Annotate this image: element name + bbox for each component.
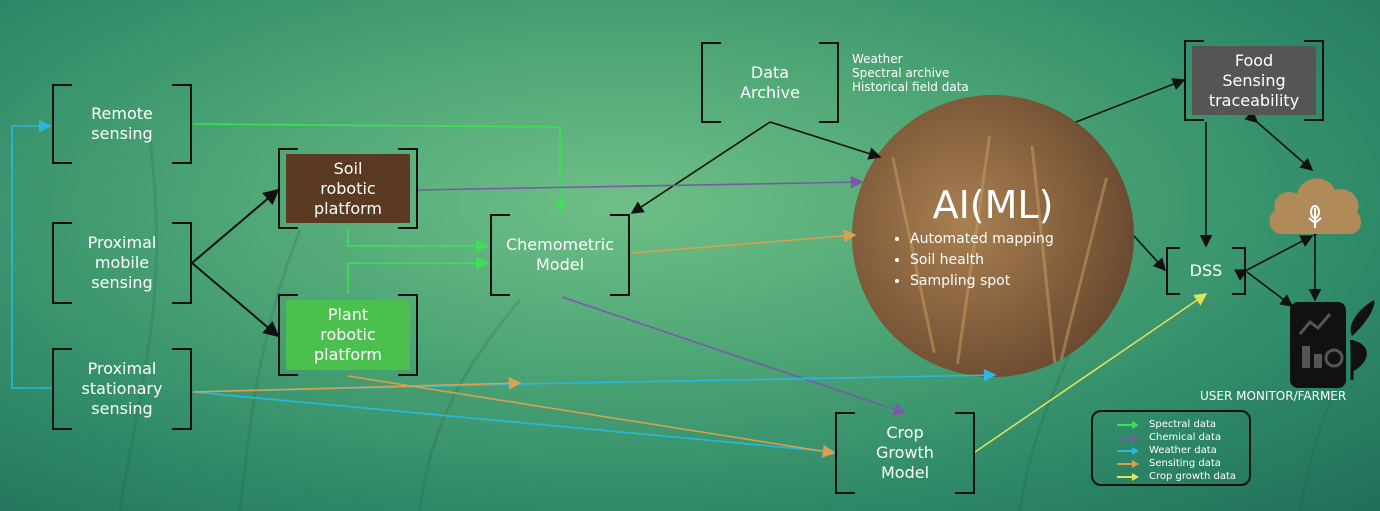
archive-source: Historical field data xyxy=(852,80,969,94)
node-proximal-mobile-sensing: Proximal mobile sensing xyxy=(52,222,192,304)
archive-source: Spectral archive xyxy=(852,66,969,80)
node-crop-growth-model: Crop Growth Model xyxy=(835,412,975,494)
leaf-icon xyxy=(1350,300,1374,380)
node-data-archive: Data Archive xyxy=(701,42,839,123)
arrow-mobile-to-soil xyxy=(192,190,278,263)
arrow-ai-to-dss xyxy=(1134,236,1165,270)
archive-source: Weather xyxy=(852,52,969,66)
node-chemometric-model: Chemometric Model xyxy=(490,214,630,296)
node-label: Proximal mobile sensing xyxy=(88,233,157,293)
node-label: Data Archive xyxy=(740,63,800,103)
node-dss: DSS xyxy=(1166,247,1246,295)
node-label: Remote sensing xyxy=(91,104,153,144)
sensing-stationary-to-stationary-line xyxy=(193,383,520,392)
legend-item: Chemical data xyxy=(1117,431,1249,444)
node-food-sensing-traceability: Food Sensing traceability xyxy=(1184,40,1324,121)
phone-dashboard-icon xyxy=(1290,300,1375,388)
legend-label: Spectral data xyxy=(1149,419,1216,430)
node-label: DSS xyxy=(1190,261,1223,281)
arrow-dss-cloud xyxy=(1247,236,1312,270)
arrow-food-cloud xyxy=(1257,122,1312,170)
legend-label: Crop growth data xyxy=(1149,471,1236,482)
sensing-chemometric-to-ai xyxy=(632,235,855,253)
legend: Spectral data Chemical data Weather data… xyxy=(1091,410,1251,486)
chemical-chemometric-to-crop xyxy=(562,297,905,413)
legend-item: Sensiting data xyxy=(1117,457,1249,470)
legend-item: Crop growth data xyxy=(1117,470,1249,483)
legend-item: Weather data xyxy=(1117,444,1249,457)
node-label: Food Sensing traceability xyxy=(1209,51,1299,111)
node-proximal-stationary-sensing: Proximal stationary sensing xyxy=(52,348,192,430)
spectral-soil-to-chemometric xyxy=(348,229,487,246)
weather-stationary-to-remote xyxy=(12,126,52,388)
weather-stationary-to-crop xyxy=(193,392,834,452)
arrow-archive-to-ai xyxy=(770,122,880,157)
node-remote-sensing: Remote sensing xyxy=(52,84,192,164)
cloud-icon xyxy=(1265,168,1365,236)
node-soil-robotic-platform: Soil robotic platform xyxy=(278,148,418,229)
node-plant-robotic-platform: Plant robotic platform xyxy=(278,294,418,376)
legend-item: Spectral data xyxy=(1117,418,1249,431)
node-label: Crop Growth Model xyxy=(876,423,934,483)
node-label: Proximal stationary sensing xyxy=(82,359,163,419)
user-monitor-label: USER MONITOR/FARMER xyxy=(1200,389,1346,403)
spectral-plant-to-chemometric xyxy=(348,263,487,294)
arrow-ai-to-food xyxy=(1076,80,1184,122)
archive-sources: Weather Spectral archive Historical fiel… xyxy=(852,52,969,94)
sensing-plant-to-crop xyxy=(348,376,834,453)
arrow-archive-to-chemometric xyxy=(632,122,770,213)
legend-label: Sensiting data xyxy=(1149,458,1221,469)
node-label: Plant robotic platform xyxy=(314,305,382,365)
legend-label: Chemical data xyxy=(1149,432,1221,443)
node-label: Chemometric Model xyxy=(506,235,614,275)
arrow-dss-to-phone xyxy=(1247,272,1292,306)
arrow-mobile-to-plant xyxy=(192,263,278,336)
chemical-soil-to-ai xyxy=(418,182,862,190)
legend-label: Weather data xyxy=(1149,445,1217,456)
node-label: Soil robotic platform xyxy=(314,159,382,219)
